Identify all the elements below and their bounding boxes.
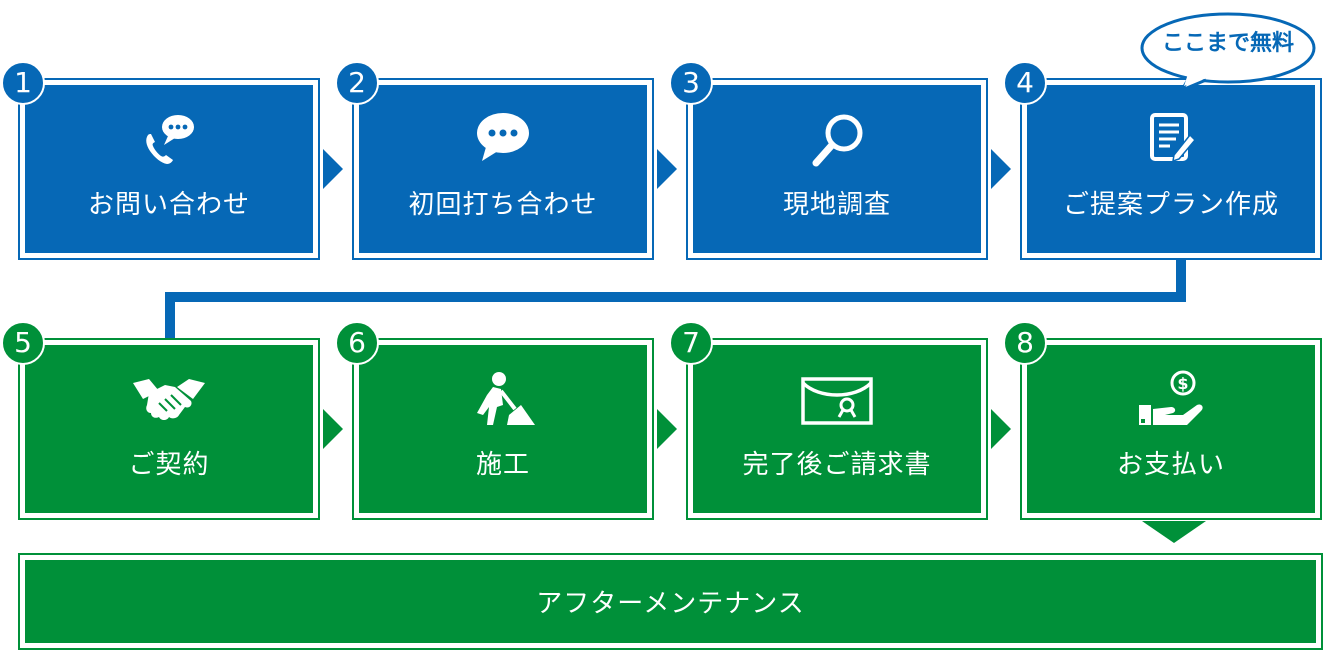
connector-vertical-right [1176, 258, 1186, 302]
step-2-box: 初回打ち合わせ [352, 78, 654, 260]
svg-text:$: $ [1177, 374, 1188, 393]
step-6-number: 6 [335, 321, 379, 365]
step-8-number: 8 [1003, 321, 1047, 365]
step-3-label: 現地調査 [782, 190, 891, 220]
free-bubble [1140, 12, 1316, 90]
step-1-number: 1 [1, 61, 45, 105]
arrow-6-7 [657, 409, 677, 449]
envelope-icon [801, 377, 873, 425]
step-1-box: お問い合わせ [18, 78, 320, 260]
connector-horizontal [165, 292, 1186, 302]
step-8-box: $ お支払い [1020, 338, 1322, 520]
payment-hand-icon: $ [1139, 370, 1203, 425]
step-7-label: 完了後ご請求書 [742, 450, 932, 480]
magnifier-icon [812, 114, 863, 167]
step-7-box: 完了後ご請求書 [686, 338, 988, 520]
step-7-number: 7 [669, 321, 713, 365]
arrow-5-6 [323, 409, 343, 449]
step-6-label: 施工 [475, 450, 530, 480]
step-4-number: 4 [1003, 61, 1047, 105]
arrow-2-3 [657, 149, 677, 189]
maintenance-label: アフターメンテナンス [536, 589, 805, 619]
step-2-label: 初回打ち合わせ [408, 190, 598, 220]
free-bubble-text: ここまで無料 [1161, 31, 1294, 56]
step-5-number: 5 [1, 321, 45, 365]
handshake-icon [133, 379, 205, 420]
down-arrow [1142, 521, 1206, 543]
step-2-number: 2 [335, 61, 379, 105]
maintenance-box: アフターメンテナンス [18, 553, 1323, 650]
connector-vertical-left [165, 292, 175, 340]
arrow-1-2 [323, 149, 343, 189]
arrow-7-8 [991, 409, 1011, 449]
speech-bubble-icon [477, 113, 529, 161]
step-3-box: 現地調査 [686, 78, 988, 260]
phone-chat-icon [146, 115, 194, 164]
construction-worker-icon [477, 372, 535, 425]
document-pen-icon [1150, 113, 1197, 163]
step-5-box: ご契約 [18, 338, 320, 520]
step-6-box: 施工 [352, 338, 654, 520]
step-4-label: ご提案プラン作成 [1062, 190, 1279, 220]
step-8-label: お支払い [1116, 450, 1225, 480]
step-3-number: 3 [669, 61, 713, 105]
step-5-label: ご契約 [128, 450, 210, 480]
arrow-3-4 [991, 149, 1011, 189]
step-4-box: ご提案プラン作成 [1020, 78, 1322, 260]
step-1-label: お問い合わせ [87, 190, 250, 220]
